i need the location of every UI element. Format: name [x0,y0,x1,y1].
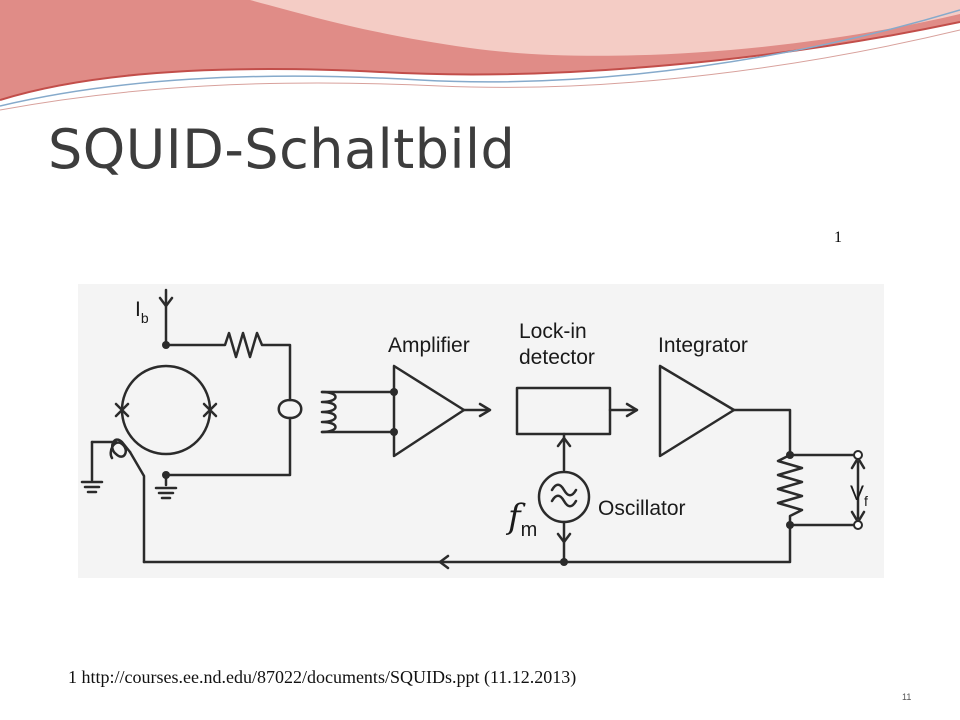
voltage-subscript: f [864,493,868,509]
decorative-header-banner [0,0,960,111]
lockin-label-line1: Lock-in [519,320,587,343]
integrator-label: Integrator [658,334,748,357]
slide-page-number: 11 [902,692,912,702]
frequency-subscript: m [521,519,538,541]
amplifier-label: Amplifier [388,334,470,357]
bias-current-subscript: b [141,310,149,326]
voltage-symbol: V [850,482,864,505]
squid-circuit-diagram: Ib Amplifier Lock-in detector Integrator… [78,284,884,578]
bias-current-label: Ib [135,298,149,326]
feedback-voltage-label: Vf [850,482,868,509]
oscillator-label: Oscillator [598,497,686,520]
bias-current-symbol: I [135,298,141,321]
lockin-label-line2: detector [519,346,595,369]
slide-title: SQUID-Schaltbild [48,118,516,181]
source-footnote: 1 http://courses.ee.nd.edu/87022/documen… [68,667,577,687]
footnote-marker: 1 [834,229,842,246]
